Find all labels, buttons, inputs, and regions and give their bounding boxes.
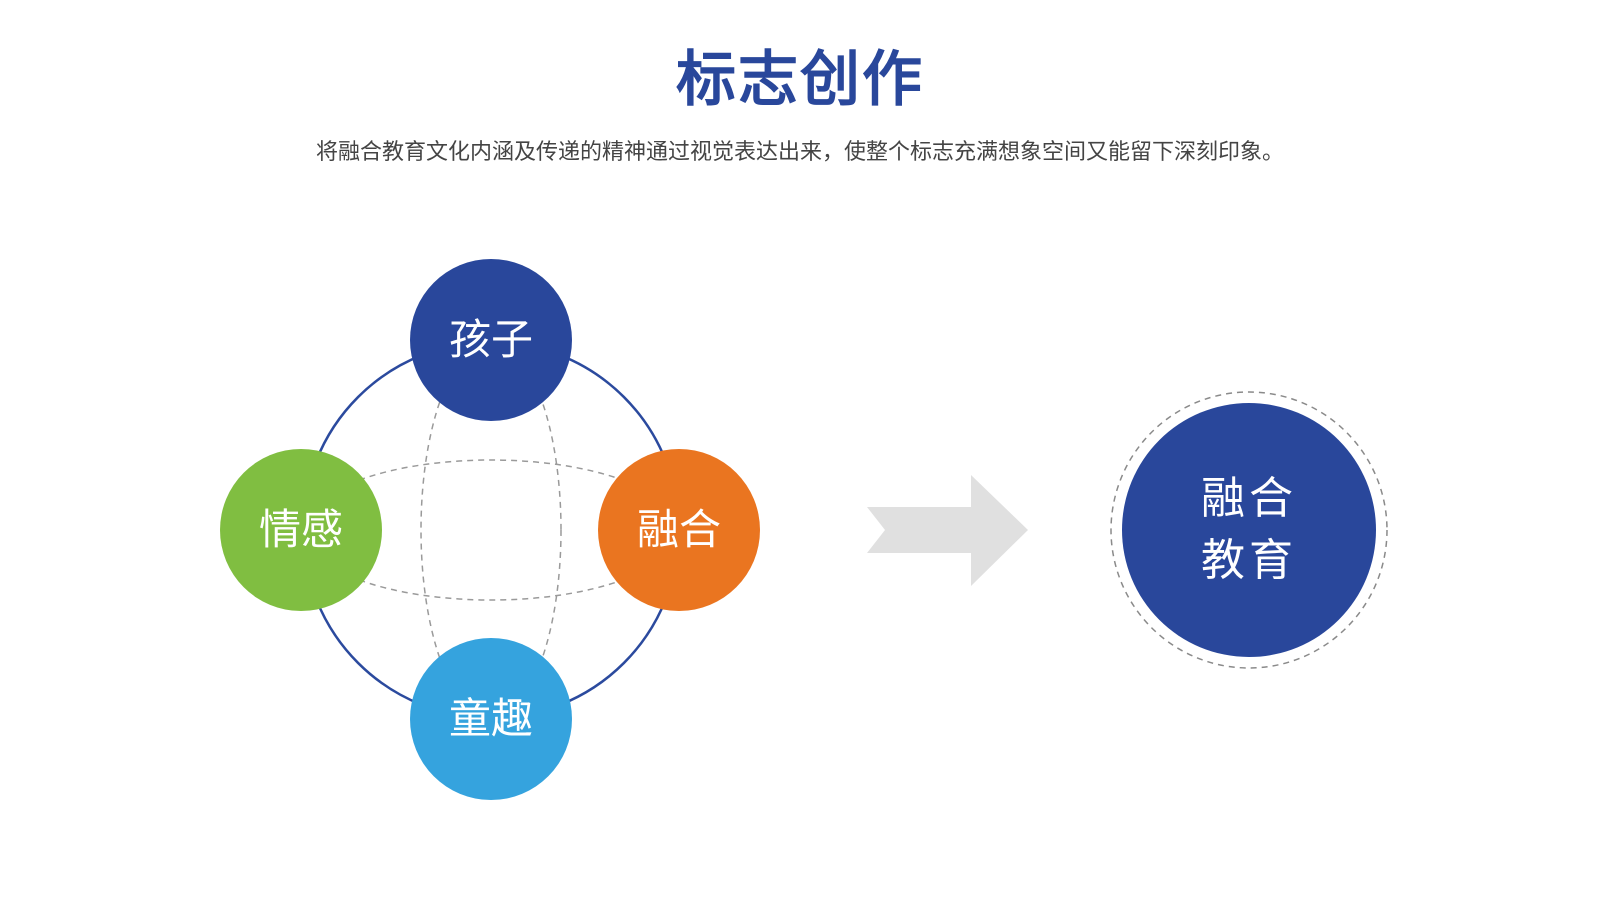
node-top-label: 孩子: [448, 315, 533, 364]
node-right: 融合: [598, 449, 760, 611]
result-circle: 融合 教育: [1122, 403, 1376, 657]
node-left-label: 情感: [258, 505, 343, 554]
result-line-2: 教育: [1201, 535, 1297, 586]
node-top: 孩子: [410, 259, 572, 421]
page-subtitle: 将融合教育文化内涵及传递的精神通过视觉表达出来，使整个标志充满想象空间又能留下深…: [315, 140, 1284, 165]
node-bottom-label: 童趣: [448, 694, 533, 743]
node-bottom: 童趣: [410, 638, 572, 800]
node-left: 情感: [220, 449, 382, 611]
node-right-label: 融合: [636, 505, 721, 554]
result-line-1: 融合: [1201, 473, 1297, 524]
page-title: 标志创作: [676, 45, 924, 115]
arrow-right-icon: [867, 475, 1028, 586]
result-dashed-ring: [1110, 391, 1388, 669]
